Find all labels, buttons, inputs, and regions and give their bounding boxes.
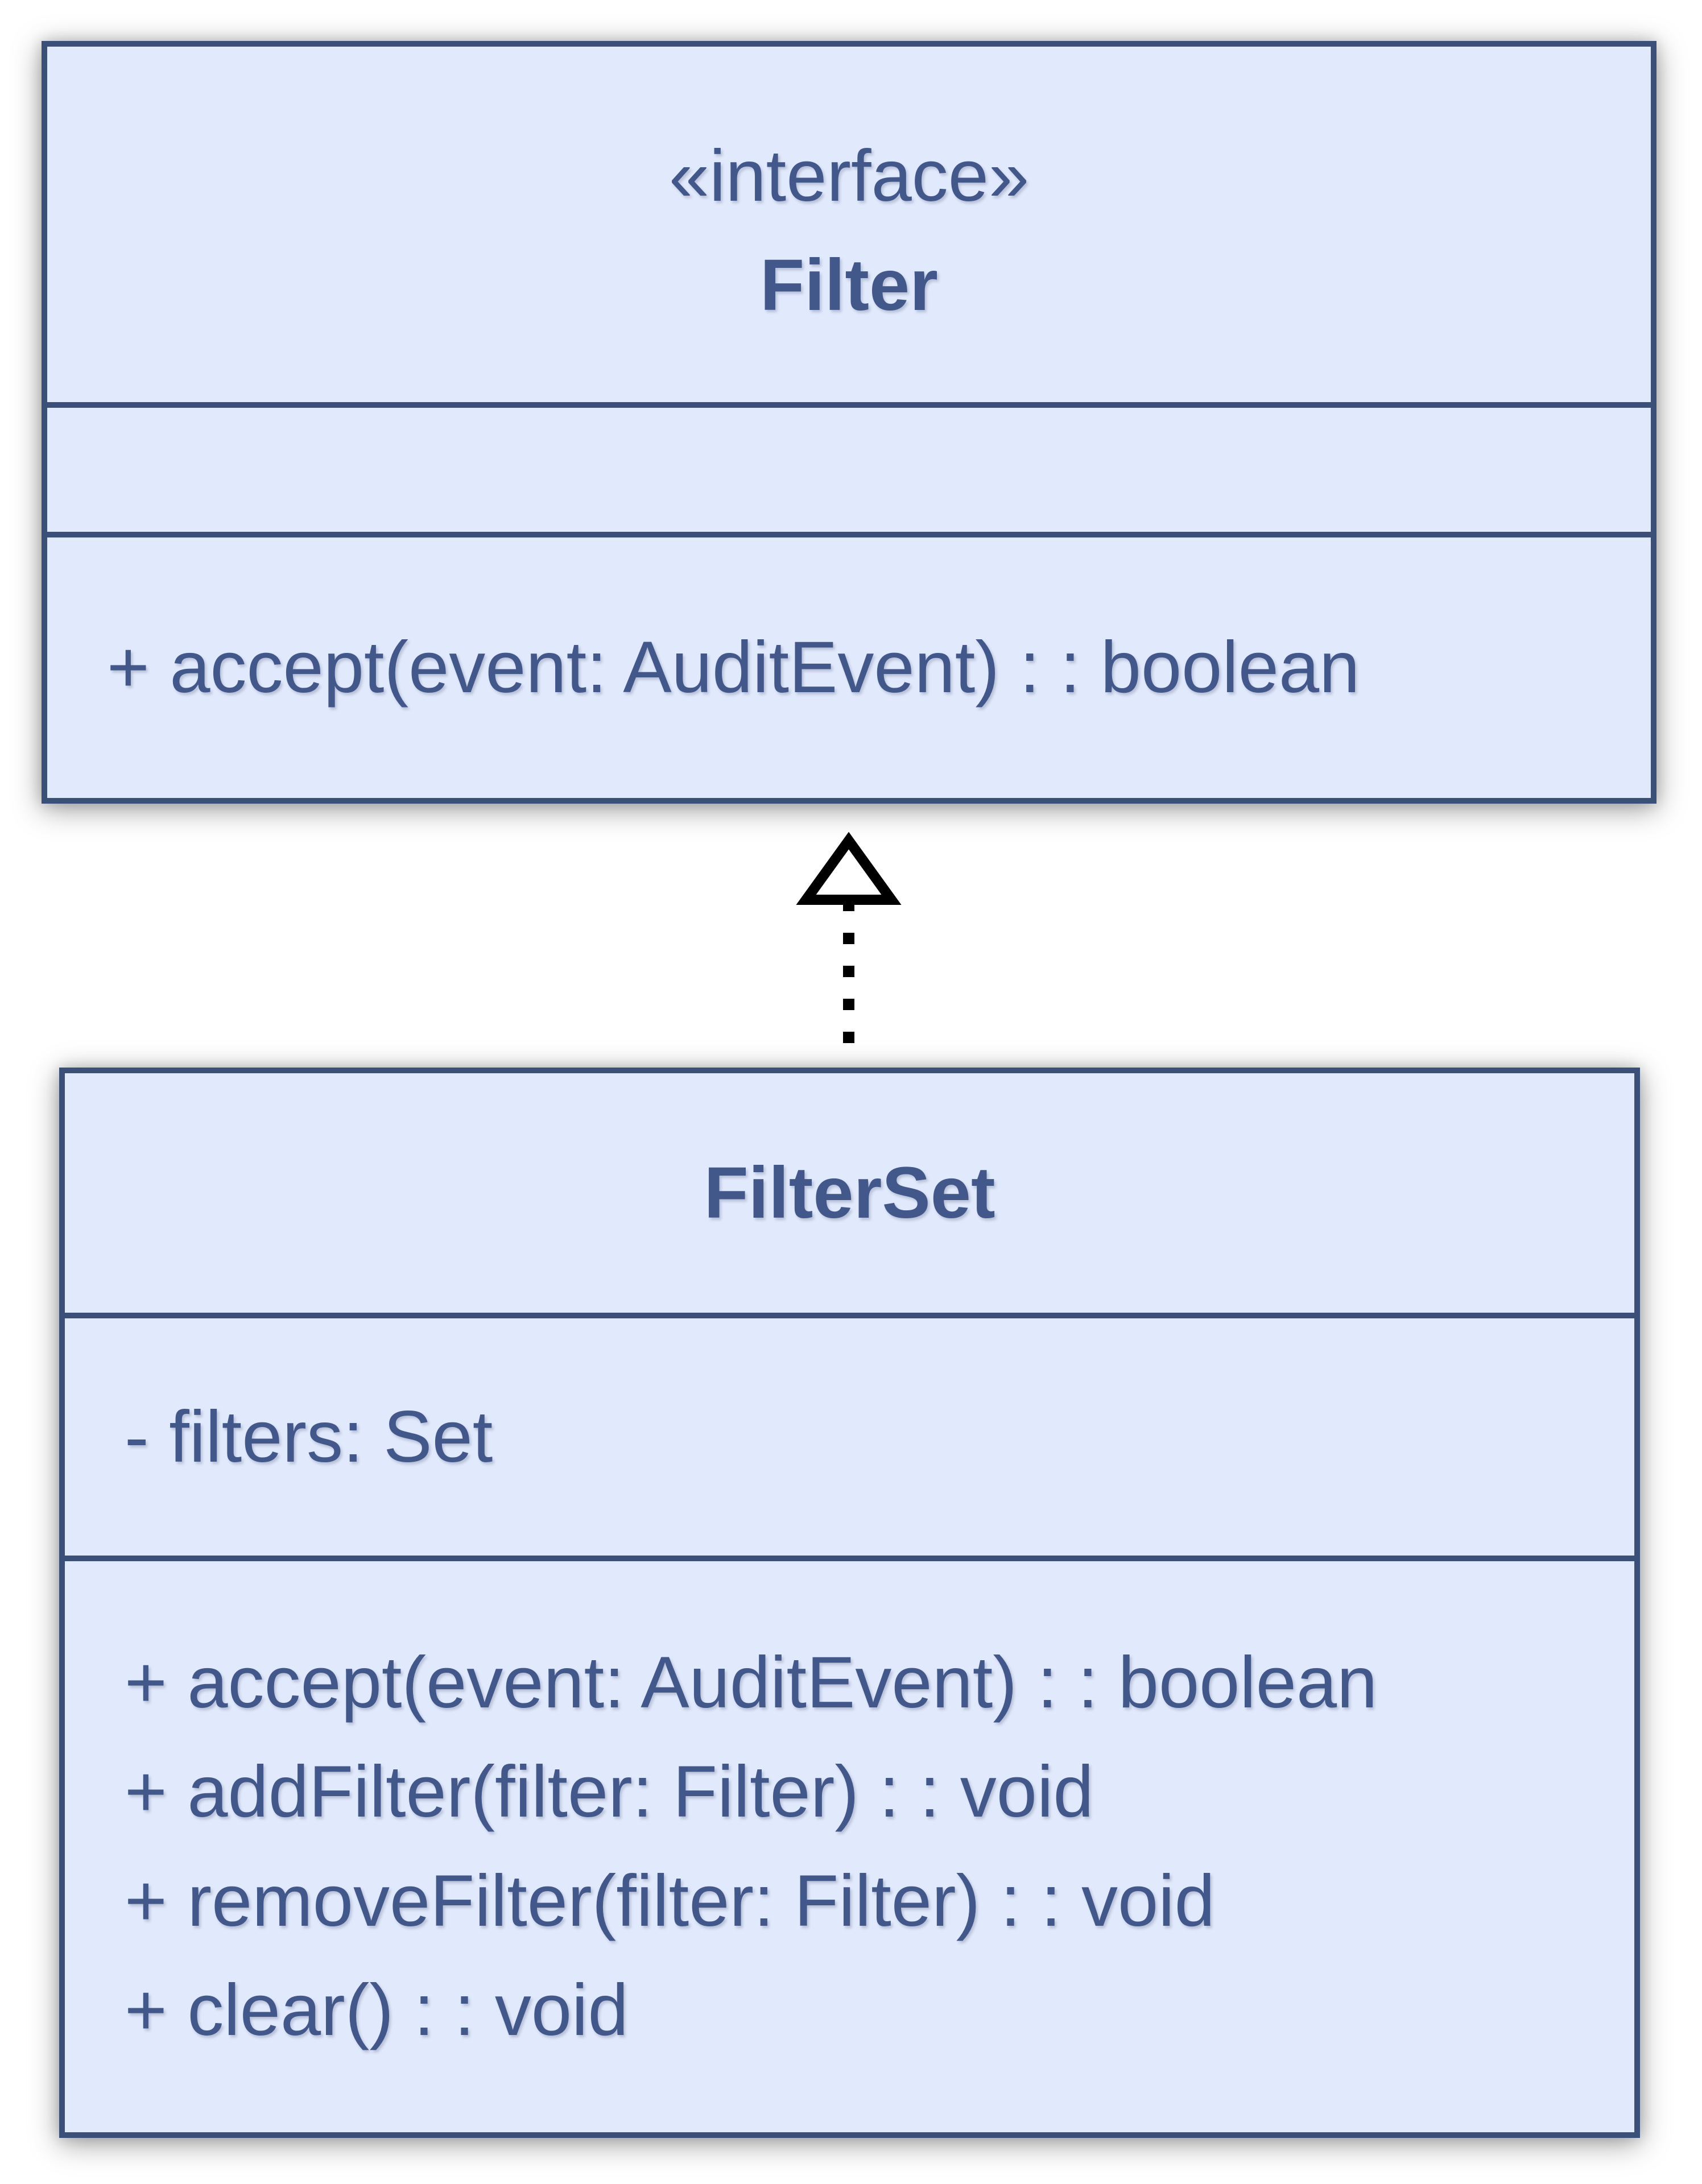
class-methods-compartment: + accept(event: AuditEvent) : : boolean … (65, 1556, 1634, 2132)
class-box-filterset: FilterSet - filters: Set + accept(event:… (59, 1068, 1640, 2138)
class-attributes-compartment: - filters: Set (65, 1313, 1634, 1556)
method-item: + addFilter(filter: Filter) : : void (125, 1751, 1094, 1833)
interface-title-compartment: «interface» Filter (47, 47, 1651, 402)
interface-name: Filter (760, 244, 938, 326)
class-title-compartment: FilterSet (65, 1073, 1634, 1313)
realization-arrow (796, 832, 902, 1060)
method-item: + clear() : : void (125, 1970, 629, 2051)
method-item: + accept(event: AuditEvent) : : boolean (107, 627, 1360, 708)
attribute-item: - filters: Set (125, 1396, 493, 1478)
class-name: FilterSet (704, 1152, 995, 1234)
stereotype-label: «interface» (668, 135, 1030, 217)
hollow-triangle-icon (796, 832, 902, 905)
interface-methods-compartment: + accept(event: AuditEvent) : : boolean (47, 532, 1651, 798)
method-item: + accept(event: AuditEvent) : : boolean (125, 1642, 1378, 1723)
interface-class-box: «interface» Filter + accept(event: Audit… (42, 41, 1656, 804)
interface-attributes-compartment (47, 402, 1651, 532)
method-item: + removeFilter(filter: Filter) : : void (125, 1860, 1215, 1942)
